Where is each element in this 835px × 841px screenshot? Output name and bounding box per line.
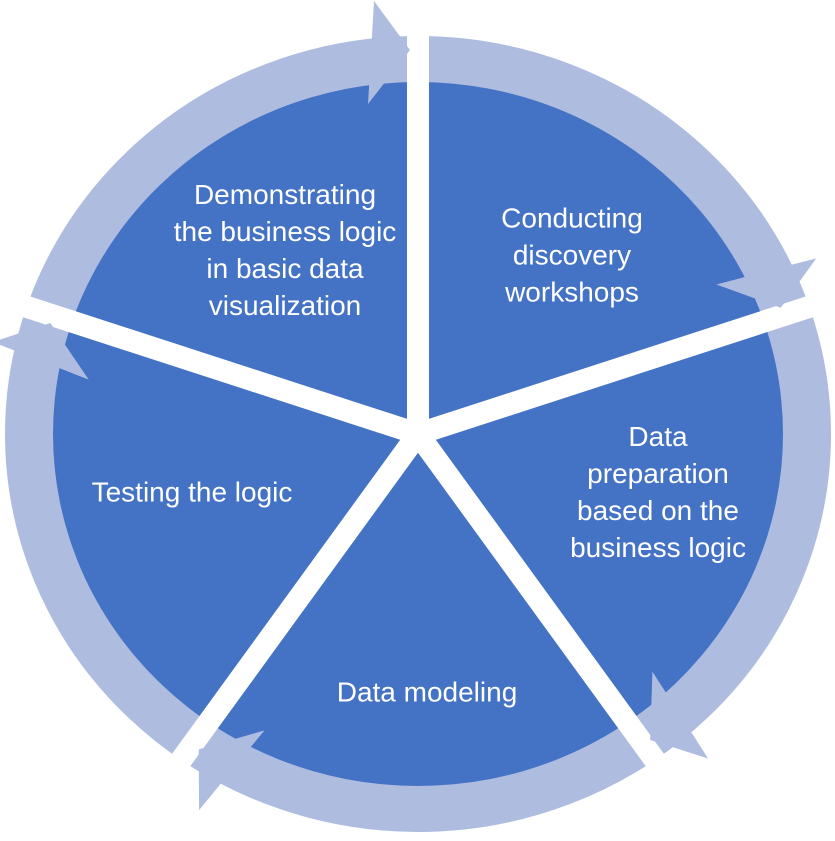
arrowhead-icon-right xyxy=(716,258,817,308)
arrowhead-icon-top xyxy=(368,1,410,104)
segment-gap-right xyxy=(414,262,835,445)
segment-gap-bottom-right xyxy=(409,427,733,841)
arrowhead-icon-left xyxy=(0,322,89,380)
arrowhead-icon-bottom-left xyxy=(198,730,265,811)
segment-gap-top xyxy=(407,0,429,434)
segment-gap-bottom-left xyxy=(103,427,427,841)
segment-gap-left xyxy=(0,262,422,445)
arrowhead-icon-bottom-right xyxy=(650,671,709,759)
cycle-arrowheads xyxy=(0,1,817,811)
